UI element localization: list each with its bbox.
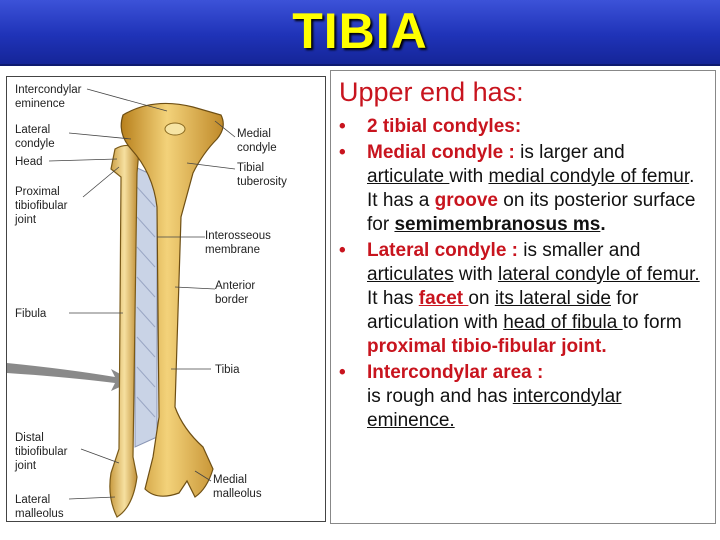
label-anterior-border-1: Anterior <box>215 280 255 292</box>
text-span: to form <box>622 312 682 333</box>
text-span: It has <box>367 288 419 309</box>
text-span: . <box>600 214 606 235</box>
svg-text:joint: joint <box>14 214 37 226</box>
svg-text:Fibula: Fibula <box>15 308 47 320</box>
svg-text:Head: Head <box>15 156 43 168</box>
interosseous-membrane <box>134 166 158 448</box>
title-bar: TIBIA <box>0 0 720 66</box>
bullet-list: •2 tibial condyles: •Medial condyle : is… <box>337 115 705 435</box>
text-span: with <box>453 264 498 285</box>
svg-text:joint: joint <box>14 460 37 472</box>
text-span: for articulation with <box>367 288 639 333</box>
facet-term: facet <box>418 288 469 309</box>
bullet-intercondylar-area: •Intercondylar area :is rough and has in… <box>339 362 622 431</box>
bone-diagram: Intercondylar eminence Lateral condyle H… <box>7 84 287 520</box>
slide-title: TIBIA <box>292 3 428 59</box>
svg-text:tibiofibular: tibiofibular <box>15 446 68 458</box>
pointer-arrow <box>7 363 133 391</box>
underlined-term: head of fibula <box>503 312 623 333</box>
tibia-shape <box>120 102 224 498</box>
joint-term: proximal tibio-fibular joint. <box>367 336 607 357</box>
groove-term: groove <box>434 190 498 211</box>
svg-text:eminence: eminence <box>15 98 65 110</box>
underlined-term: medial condyle of femur <box>488 166 690 187</box>
lateral-condyle-label: Lateral condyle : <box>367 240 518 261</box>
label-proximal-joint-2: tibiofibular <box>15 200 68 212</box>
underlined-term: articulate <box>367 166 450 187</box>
label-medial-malleolus-2: malleolus <box>213 488 262 500</box>
svg-text:malleolus: malleolus <box>15 508 64 520</box>
svg-text:Proximal: Proximal <box>15 186 60 198</box>
label-lateral-malleolus-2: malleolus <box>15 508 64 520</box>
label-tibial-tuberosity-1: Tibial <box>237 162 264 174</box>
text-span: on its posterior surface for <box>367 190 696 235</box>
svg-text:Lateral: Lateral <box>15 124 50 136</box>
label-distal-joint-2: tibiofibular <box>15 446 68 458</box>
underlined-term: its lateral side <box>494 288 611 309</box>
label-interosseous-2: membrane <box>205 244 260 256</box>
bullet-medial-condyle: •Medial condyle : is larger and articula… <box>339 142 696 235</box>
bullet-tibial-condyles: •2 tibial condyles: <box>339 116 522 137</box>
svg-text:tibiofibular: tibiofibular <box>15 200 68 212</box>
label-fibula: Fibula <box>15 308 47 320</box>
svg-text:Medial: Medial <box>237 128 271 140</box>
text-span: is rough and has <box>367 386 513 407</box>
svg-text:Anterior: Anterior <box>215 280 255 292</box>
label-head: Head <box>15 156 43 168</box>
tibia-illustration: Intercondylar eminence Lateral condyle H… <box>6 76 326 522</box>
tibial-condyles-text: 2 tibial condyles: <box>367 116 522 137</box>
medial-condyle-label: Medial condyle : <box>367 142 515 163</box>
label-intercondylar-eminence-2: eminence <box>15 98 65 110</box>
label-interosseous-1: Interosseous <box>205 230 271 242</box>
label-medial-malleolus-1: Medial <box>213 474 247 486</box>
bullet-lateral-condyle: •Lateral condyle : is smaller and articu… <box>339 240 700 357</box>
section-heading: Upper end has: <box>339 77 524 107</box>
label-medial-condyle-2: condyle <box>237 142 277 154</box>
label-anterior-border-2: border <box>215 294 248 306</box>
label-distal-joint-3: joint <box>14 460 37 472</box>
label-proximal-joint-3: joint <box>14 214 37 226</box>
intercondylar-area-label: Intercondylar area : <box>367 362 544 383</box>
label-intercondylar-eminence-1: Intercondylar <box>15 84 82 96</box>
svg-text:tuberosity: tuberosity <box>237 176 287 188</box>
svg-text:malleolus: malleolus <box>213 488 262 500</box>
label-lateral-condyle-2: condyle <box>15 138 55 150</box>
underlined-term: lateral condyle of femur. <box>497 264 700 285</box>
muscle-term: semimembranosus ms <box>394 214 601 235</box>
svg-text:membrane: membrane <box>205 244 260 256</box>
label-lateral-malleolus-1: Lateral <box>15 494 50 506</box>
svg-text:condyle: condyle <box>237 142 277 154</box>
text-panel: Upper end has: •2 tibial condyles: •Medi… <box>330 70 716 524</box>
label-medial-condyle-1: Medial <box>237 128 271 140</box>
svg-text:condyle: condyle <box>15 138 55 150</box>
svg-text:Medial: Medial <box>213 474 247 486</box>
text-span: on <box>468 288 495 309</box>
svg-text:border: border <box>215 294 248 306</box>
underlined-term: intercondylar eminence. <box>367 386 622 431</box>
svg-text:Interosseous: Interosseous <box>205 230 271 242</box>
svg-text:Lateral: Lateral <box>15 494 50 506</box>
text-span: is larger and <box>514 142 625 163</box>
label-distal-joint-1: Distal <box>15 432 44 444</box>
svg-text:Tibial: Tibial <box>237 162 264 174</box>
svg-text:Distal: Distal <box>15 432 44 444</box>
text-span: with <box>449 166 489 187</box>
svg-text:Tibia: Tibia <box>215 364 240 376</box>
text-span: . It has a <box>367 166 695 211</box>
svg-text:Intercondylar: Intercondylar <box>15 84 82 96</box>
underlined-term: articulates <box>367 264 454 285</box>
text-span: is smaller and <box>518 240 641 261</box>
label-tibial-tuberosity-2: tuberosity <box>237 176 287 188</box>
label-tibia: Tibia <box>215 364 240 376</box>
label-proximal-joint-1: Proximal <box>15 186 60 198</box>
label-lateral-condyle-1: Lateral <box>15 124 50 136</box>
